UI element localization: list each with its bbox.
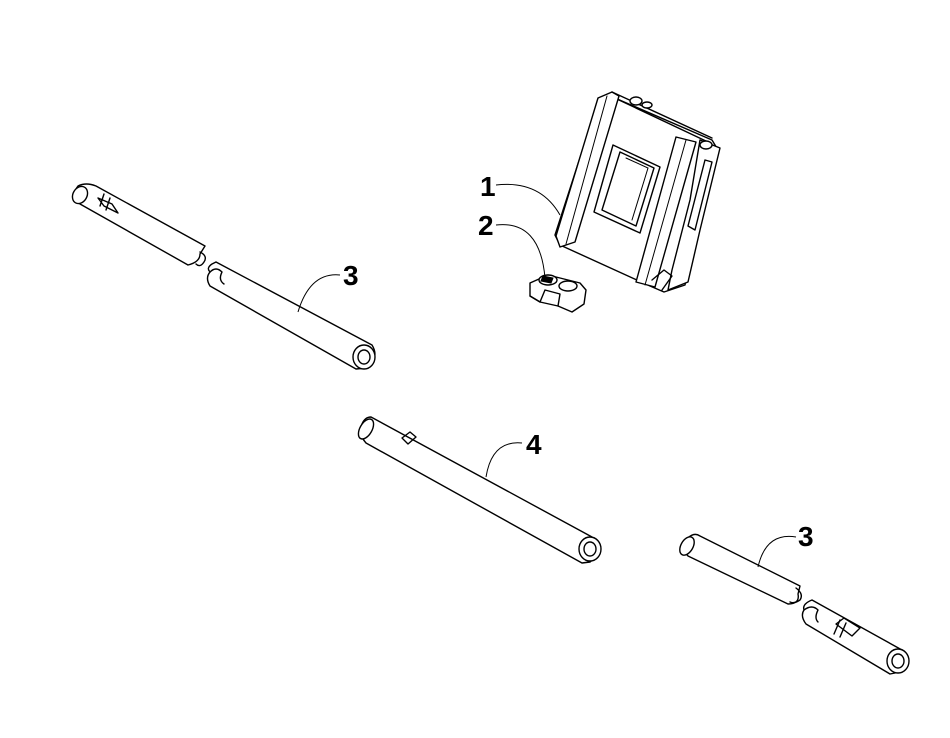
leader-line-2 <box>495 224 546 279</box>
long-rod-icon <box>679 533 910 675</box>
leader-line-3-left <box>297 274 341 313</box>
callout-3-left: 3 <box>343 260 359 291</box>
callout-4: 4 <box>526 429 542 460</box>
leader-line-1 <box>495 183 561 216</box>
callout-3-right: 3 <box>798 521 814 552</box>
clamp-block-icon <box>529 274 587 313</box>
mounting-bracket-icon <box>554 91 721 293</box>
shaft-icon <box>357 416 602 564</box>
callout-1: 1 <box>480 171 496 202</box>
leader-line-4 <box>485 442 523 478</box>
leader-line-3-right <box>757 535 797 568</box>
long-rod-icon <box>71 183 376 370</box>
callout-2: 2 <box>478 210 494 241</box>
